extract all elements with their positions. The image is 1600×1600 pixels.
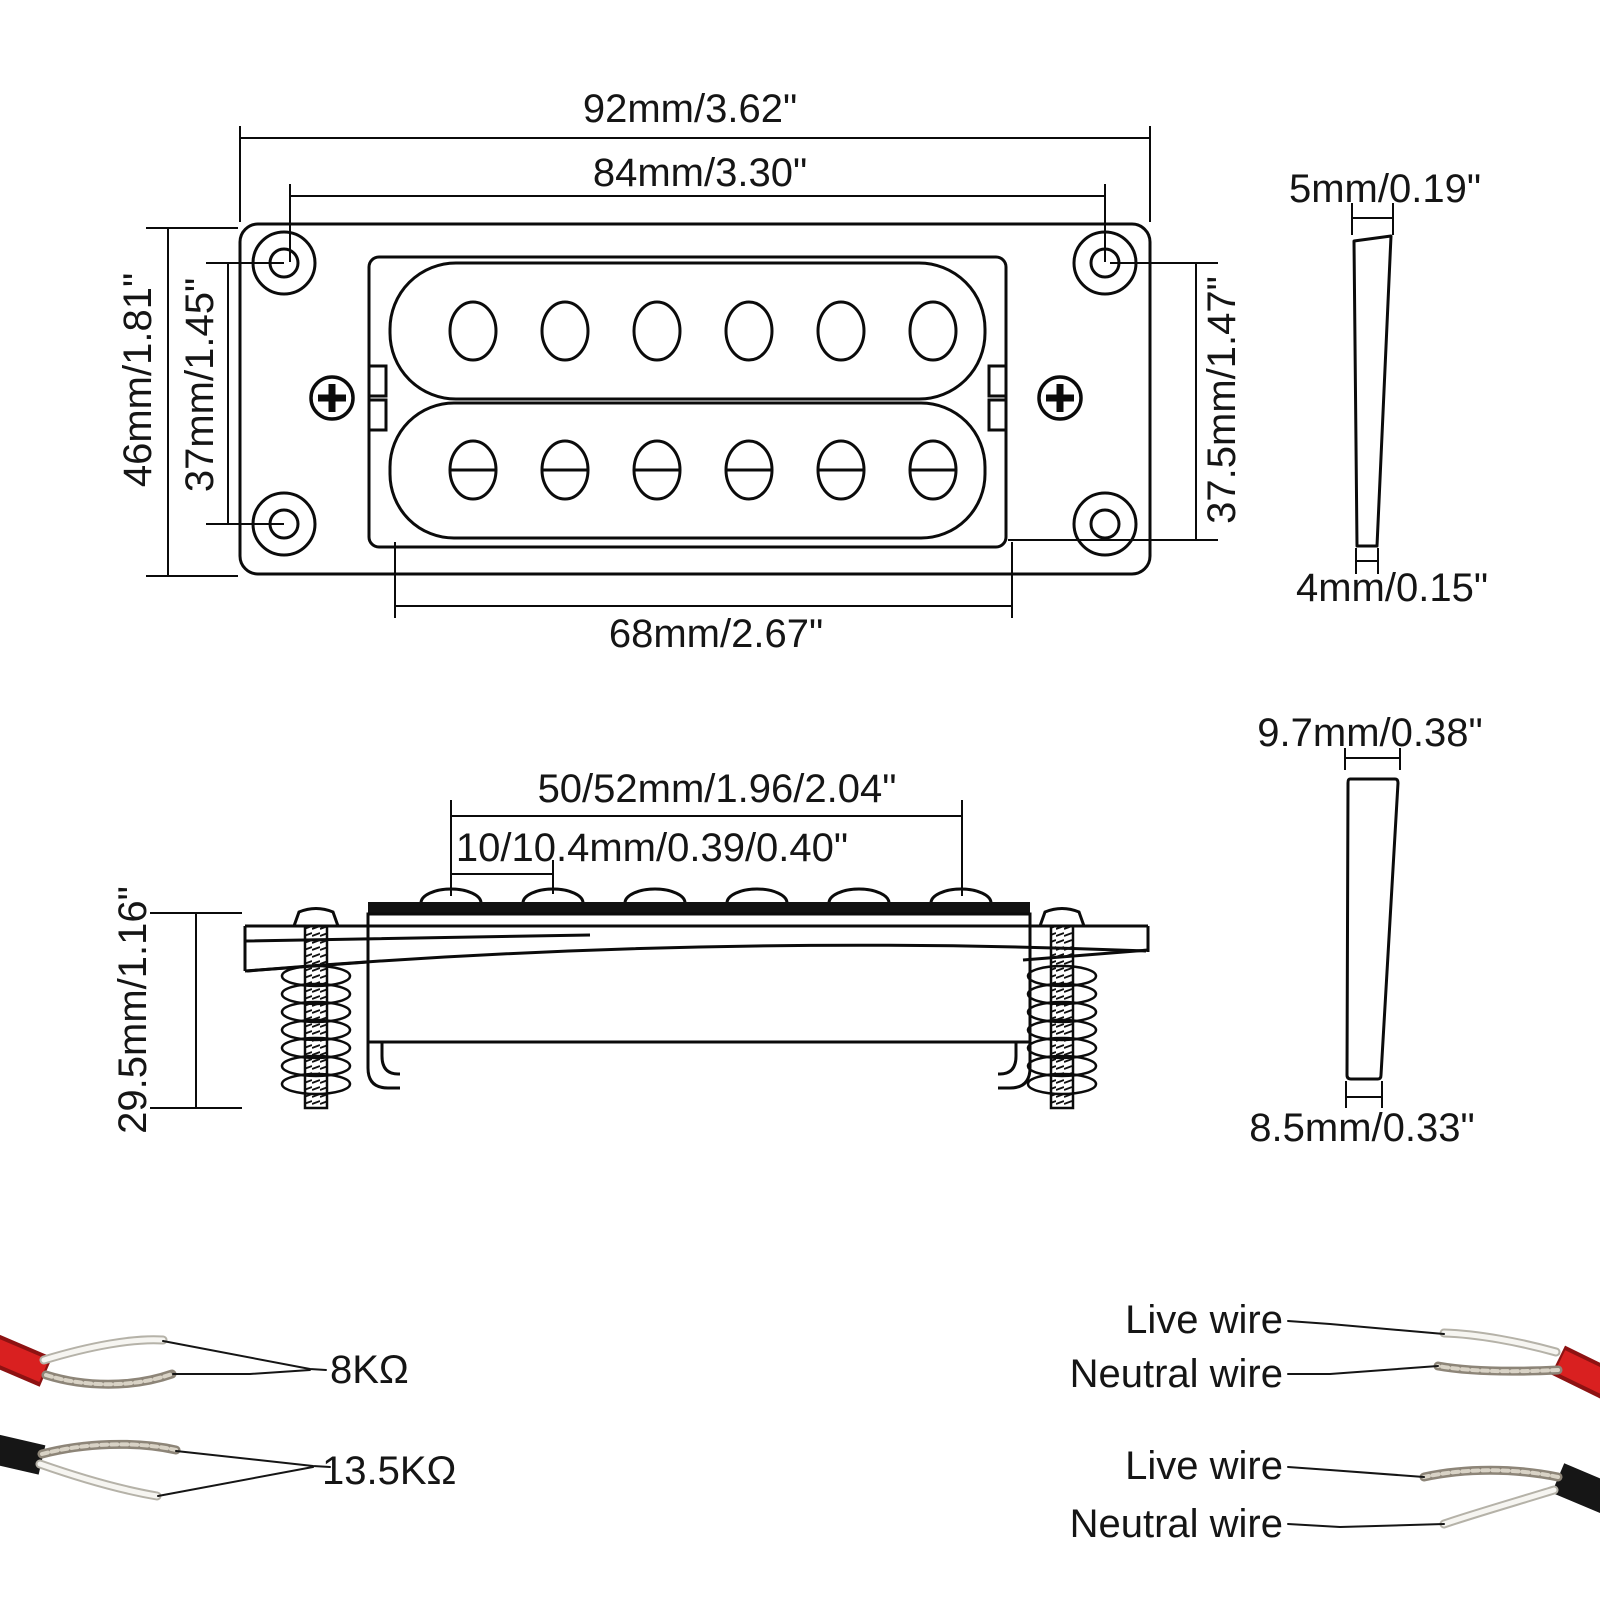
screw-shaft (1049, 924, 1075, 1110)
ring-tab (367, 364, 388, 398)
height-adjust-screw-right-icon (1037, 375, 1083, 421)
ring-tab (367, 398, 388, 432)
ring-thin-bottom-label: 4mm/0.15" (1295, 566, 1489, 610)
ring-ear-right (1022, 924, 1150, 962)
wire-photo-bridge (0, 1434, 331, 1501)
neck-resistance-label: 8KΩ (330, 1348, 409, 1392)
live-wire-label-2: Live wire (1125, 1444, 1283, 1488)
spring-coil (280, 964, 352, 1096)
plate-lip (366, 912, 1032, 928)
wire-photo-red-right (1287, 1320, 1600, 1399)
spring-coil (1026, 964, 1098, 1096)
spring-screw-right (1026, 907, 1098, 1110)
ring-thin-top-label: 5mm/0.19" (1288, 167, 1482, 211)
ring-thick-top-label: 9.7mm/0.38" (1257, 711, 1483, 755)
neutral-wire-label-1: Neutral wire (1069, 1352, 1283, 1396)
dim-side-height-label: 29.5mm/1.16" (111, 886, 155, 1134)
neutral-wire-label-2: Neutral wire (1069, 1502, 1283, 1546)
dim-pickup-width-label: 68mm/2.67" (608, 612, 824, 656)
dim-outer-height-label: 46mm/1.81" (116, 272, 160, 488)
dim-pickup-height-label: 37.5mm/1.47" (1200, 276, 1244, 524)
wire-photo-neck (0, 1334, 327, 1389)
side-view-drawing (243, 887, 1150, 1110)
ring-arch (246, 943, 1147, 973)
ring-tab (987, 364, 1008, 398)
ring-tab (987, 398, 1008, 432)
black-cable (0, 1434, 46, 1475)
black-cable (1551, 1463, 1600, 1514)
top-plate (368, 902, 1030, 914)
leader-lines (1287, 1320, 1445, 1375)
leader-lines (157, 1450, 331, 1497)
pole-bumps (419, 887, 993, 904)
mounting-hole-bottom-right (1072, 491, 1138, 557)
leader-lines (162, 1340, 327, 1375)
ring-profile-thin-drawing (1351, 203, 1394, 574)
ring-profile-thick-drawing (1344, 748, 1401, 1108)
baseplate-leg-left (366, 1042, 400, 1090)
dim-hole-spacing-v-label: 37mm/1.45" (178, 277, 222, 493)
spring-screw-left (280, 907, 352, 1110)
pickup-body-side (366, 912, 1032, 1044)
bobbin-bottom (388, 401, 987, 540)
wire-photo-black-right (1287, 1463, 1600, 1529)
front-view-dimension-lines (146, 126, 1218, 618)
leader-lines (1287, 1466, 1445, 1529)
screw-head (1037, 907, 1087, 928)
screw-shaft (303, 924, 329, 1110)
pole-pieces-slug-row (448, 300, 958, 362)
dim-hole-spacing-h-label: 84mm/3.30" (592, 151, 808, 195)
screw-head (291, 907, 341, 928)
ring-wedge (1345, 777, 1400, 1081)
bridge-resistance-label: 13.5KΩ (322, 1449, 457, 1493)
mounting-ring-outline (238, 222, 1152, 576)
baseplate-leg-right (998, 1042, 1032, 1090)
bobbin-top (388, 261, 987, 401)
ring-wedge (1352, 234, 1393, 548)
live-wire-label-1: Live wire (1125, 1298, 1283, 1342)
ring-ear-left (243, 924, 591, 973)
ring-thick-bottom-label: 8.5mm/0.33" (1249, 1106, 1475, 1150)
dim-pole-spacing-label: 10/10.4mm/0.39/0.40" (455, 826, 849, 870)
pole-pieces-screw-row (448, 439, 958, 501)
dim-outer-width-label: 92mm/3.62" (582, 87, 798, 131)
height-adjust-screw-left-icon (309, 375, 355, 421)
side-view-dimension-lines (150, 800, 963, 1109)
front-view-drawing (238, 222, 1152, 576)
dim-string-spread-label: 50/52mm/1.96/2.04" (537, 767, 897, 811)
